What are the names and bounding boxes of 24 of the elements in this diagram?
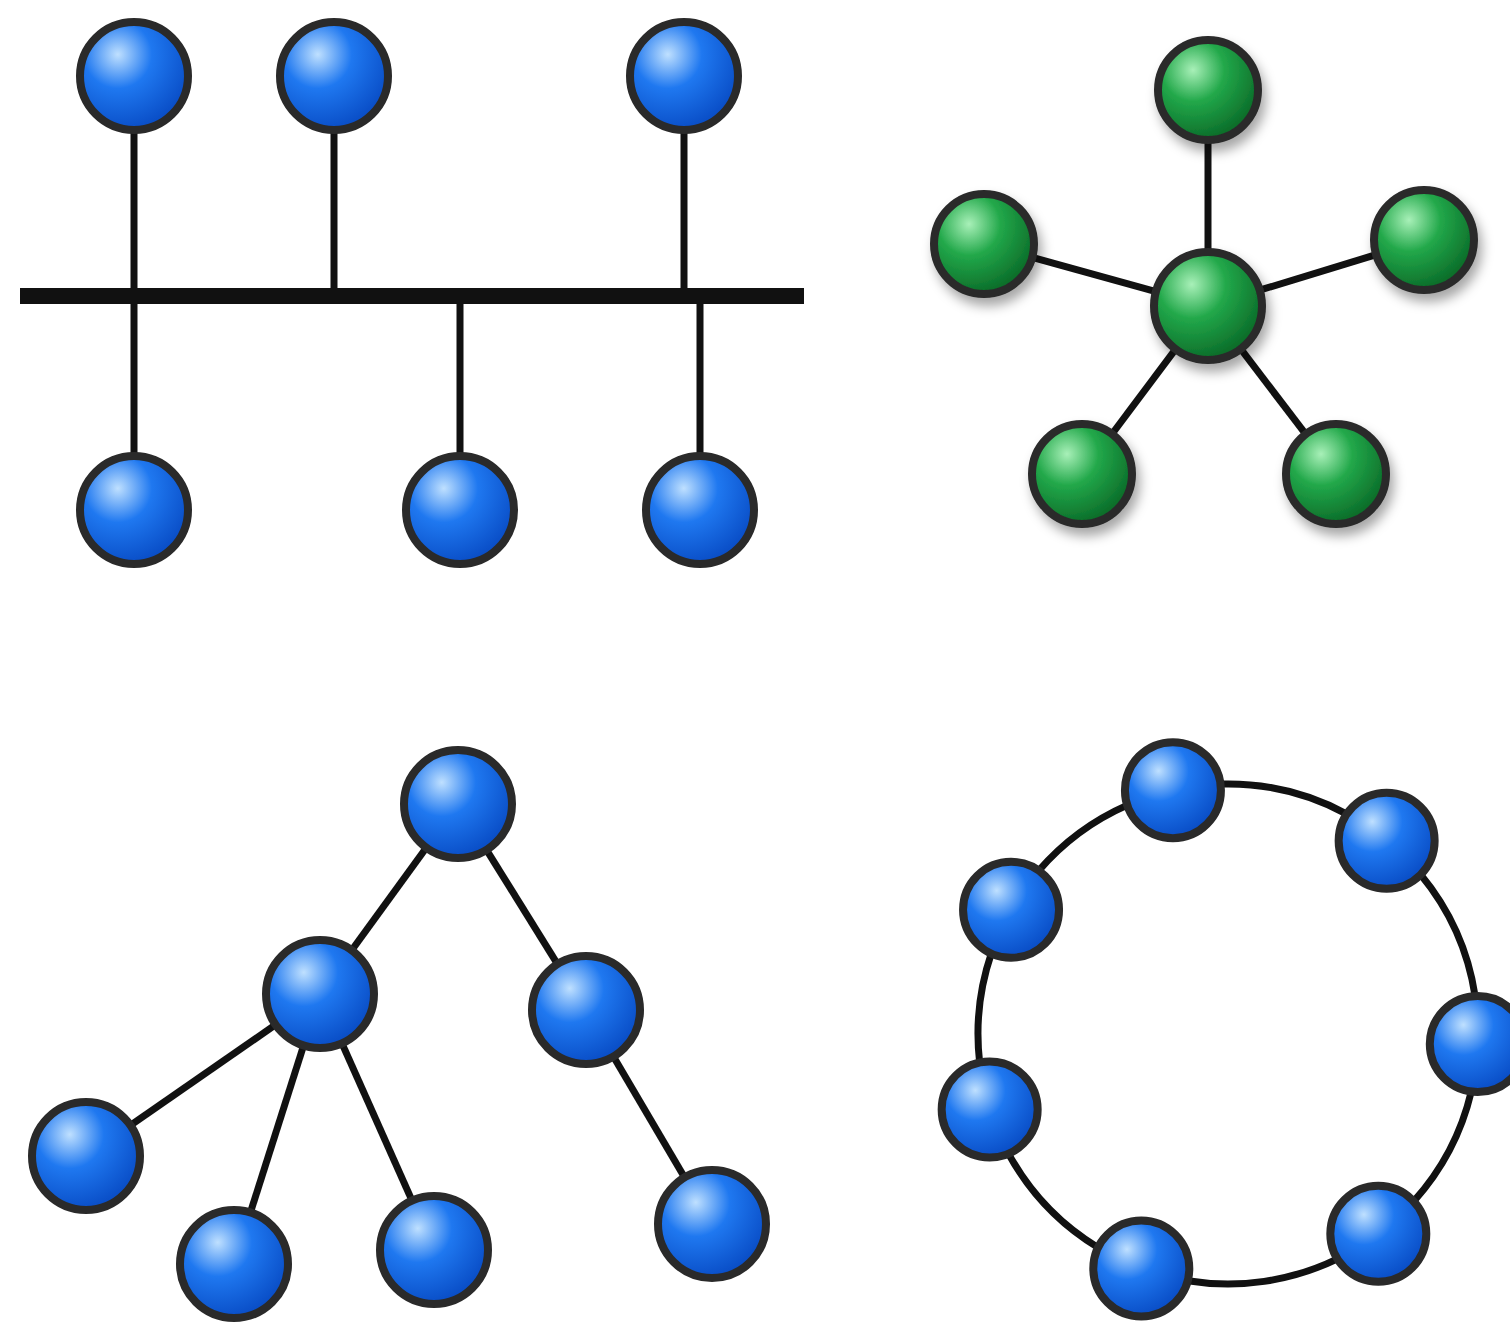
connector-line: [1036, 802, 1129, 874]
connector-line: [338, 1041, 416, 1203]
connector-line: [128, 1021, 278, 1129]
connector-line: [1220, 780, 1349, 818]
connector-line: [610, 1054, 688, 1180]
connector-line: [130, 130, 138, 288]
connector-line: [974, 952, 995, 1063]
connector-line: [696, 304, 704, 456]
connector-line: [1258, 251, 1378, 294]
connector-line: [1417, 872, 1479, 997]
connector-line: [1204, 140, 1212, 252]
connector-line: [1187, 1255, 1339, 1288]
connector-line: [1410, 1090, 1475, 1204]
connector-line: [247, 1044, 307, 1214]
connector-line: [330, 130, 338, 288]
connector-line: [130, 304, 138, 456]
connector-line: [483, 848, 561, 966]
connector-line: [1109, 347, 1179, 437]
connector-line: [1005, 1151, 1101, 1251]
connector-line: [1031, 253, 1157, 295]
connector-line: [456, 304, 464, 456]
connector-line: [1237, 346, 1309, 437]
connector-line: [680, 130, 688, 288]
connector-line: [348, 845, 430, 953]
